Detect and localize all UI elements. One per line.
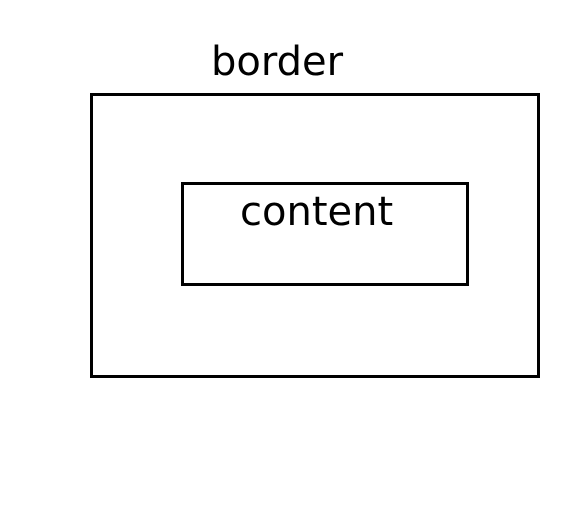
content-box [181, 182, 469, 286]
border-box [90, 93, 540, 378]
content-label: content [240, 189, 394, 235]
border-label: border [211, 39, 344, 85]
